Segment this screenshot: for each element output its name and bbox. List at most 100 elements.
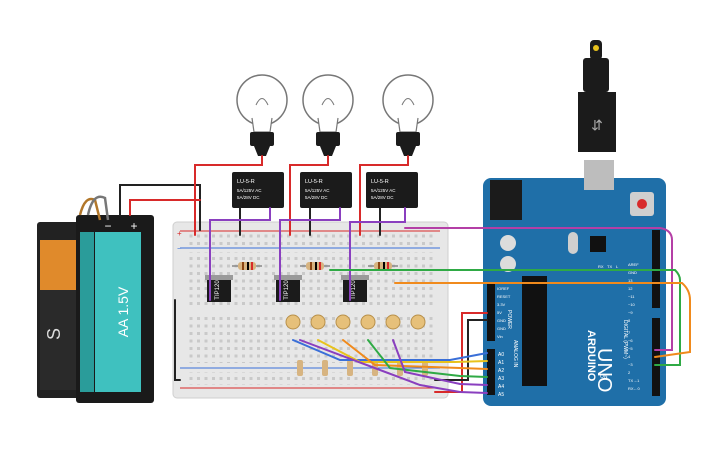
pin-7[interactable]: 7 <box>628 330 631 335</box>
photoresistor-row[interactable] <box>285 314 426 330</box>
wire-breadboard-gnd-black[interactable] <box>174 299 181 381</box>
resistor-base-1[interactable] <box>232 262 262 270</box>
wire-battery-red[interactable] <box>129 199 201 216</box>
pin-gnd[interactable]: GND <box>628 270 637 275</box>
battery-orange[interactable]: S <box>37 222 85 398</box>
battery-pack[interactable]: S AA 1.5V − + <box>37 195 154 403</box>
wire-relay2-red[interactable] <box>289 155 329 236</box>
wire-a3[interactable] <box>367 339 488 378</box>
relay-rating-dc: 5A/28V DC <box>237 195 260 200</box>
light-bulb-2[interactable] <box>302 74 354 156</box>
pin-6[interactable]: ~6 <box>628 338 633 343</box>
relay-rating-ac: 5A/125V AC <box>371 188 396 193</box>
pin-a5[interactable]: A5 <box>498 392 504 398</box>
pin-13[interactable]: 13 <box>628 278 633 283</box>
pin-vin[interactable]: Vin <box>497 334 503 339</box>
analog-header-label: ANALOG IN <box>512 340 518 368</box>
pin-10[interactable]: ~10 <box>628 302 636 307</box>
power-header-label: POWER <box>506 310 512 329</box>
pin-8[interactable]: 8 <box>628 318 631 323</box>
wire-gnd-black[interactable] <box>434 319 488 381</box>
resistor-base-3[interactable] <box>368 262 398 270</box>
relay-1[interactable]: LU-5-R 5A/125V AC 5A/28V DC <box>232 172 284 208</box>
pin-gnd[interactable]: GND <box>497 318 506 323</box>
wire-battery-black[interactable] <box>119 184 201 231</box>
wire-a4[interactable] <box>392 339 488 386</box>
pin-a2[interactable]: A2 <box>498 368 504 374</box>
transistor-label: TIP120 <box>284 280 290 300</box>
pin-0[interactable]: RX←0 <box>628 386 641 391</box>
relay-title: LU-5-R <box>371 179 389 185</box>
wire-relay2-purple[interactable] <box>279 207 341 301</box>
reset-button[interactable] <box>637 199 647 209</box>
rx-label: RX <box>598 264 604 269</box>
relay-title: LU-5-R <box>305 179 323 185</box>
pin-12[interactable]: 12 <box>628 286 633 291</box>
wire-relay1-purple[interactable] <box>209 207 271 301</box>
arduino-brand: ARDUINO <box>585 330 597 382</box>
arduino-uno-board[interactable]: ⇵ ARDUINO UNO ANALOG IN POWER DIGITAL (P… <box>483 40 666 406</box>
atmega-chip <box>522 276 547 386</box>
arduino-model: UNO <box>593 348 615 392</box>
pin-1[interactable]: TX→1 <box>628 378 640 383</box>
wire-relay3-red[interactable] <box>359 155 409 236</box>
transistor-2[interactable]: TIP120 <box>274 275 302 302</box>
pin-3[interactable]: ~3 <box>628 362 633 367</box>
relay-title: LU-5-R <box>237 179 255 185</box>
pin-aref[interactable]: AREF <box>628 262 639 267</box>
pin-gnd[interactable]: GND <box>497 326 506 331</box>
light-bulb-1[interactable] <box>236 74 288 156</box>
pin-2[interactable]: 2 <box>628 370 631 375</box>
wire-relay1-red[interactable] <box>194 155 263 236</box>
usb-icon: ⇵ <box>591 117 603 133</box>
pin-11[interactable]: ~11 <box>628 294 635 299</box>
pin-9[interactable]: ~9 <box>628 310 633 315</box>
relay-rating-ac: 5A/125V AC <box>305 188 330 193</box>
power-jack[interactable] <box>490 180 522 220</box>
battery-holder[interactable]: AA 1.5V − + <box>76 215 154 403</box>
pin-a4[interactable]: A4 <box>498 384 504 390</box>
power-pin-labels: IOREF RESET 3.3V 5V GND GND Vin <box>497 286 511 339</box>
l-led-label: L <box>616 264 619 269</box>
transistor-label: TIP120 <box>215 280 221 300</box>
pin-5v[interactable]: 5V <box>497 310 502 315</box>
digital-header-label: DIGITAL (PWM~) <box>622 320 628 359</box>
pin-3v3[interactable]: 3.3V <box>497 302 506 307</box>
pin-reset[interactable]: RESET <box>497 294 511 299</box>
wires[interactable] <box>119 155 691 394</box>
relay-rating-ac: 5A/125V AC <box>237 188 262 193</box>
usb-cable-plug[interactable] <box>583 58 609 92</box>
pin-a1[interactable]: A1 <box>498 360 504 366</box>
relay-3[interactable]: LU-5-R 5A/125V AC 5A/28V DC <box>366 172 418 208</box>
relay-rating-dc: 5A/28V DC <box>305 195 328 200</box>
wire-relay3-purple[interactable] <box>349 207 406 301</box>
usb-port[interactable] <box>584 160 614 190</box>
resistor-base-2[interactable] <box>300 262 330 270</box>
wire-magenta-d5[interactable] <box>404 227 673 351</box>
wire-a1[interactable] <box>317 339 488 363</box>
wire-orange-d4[interactable] <box>394 282 691 358</box>
on-led-label: ON <box>600 374 608 380</box>
wire-a0[interactable] <box>292 339 488 361</box>
wire-a2[interactable] <box>342 339 488 370</box>
battery-plus-terminal[interactable]: + <box>130 219 137 233</box>
light-bulb-3[interactable] <box>382 74 434 156</box>
battery-minus-terminal[interactable]: − <box>104 219 111 233</box>
relay-2[interactable]: LU-5-R 5A/125V AC 5A/28V DC <box>300 172 352 208</box>
pin-a3[interactable]: A3 <box>498 376 504 382</box>
pin-a0[interactable]: A0 <box>498 352 504 358</box>
transistor-3[interactable]: TIP120 <box>341 275 369 302</box>
analog-pin-labels: A0 A1 A2 A3 A4 A5 <box>498 352 504 398</box>
pin-5[interactable]: ~5 <box>628 346 633 351</box>
pin-ioref[interactable]: IOREF <box>497 286 510 291</box>
pin-4[interactable]: 4 <box>628 354 631 359</box>
rail-minus-label: − <box>177 244 182 253</box>
wire-a5[interactable] <box>299 339 488 394</box>
battery-orange-label: S <box>44 328 64 340</box>
relay-rating-dc: 5A/28V DC <box>371 195 394 200</box>
wire-green-d3[interactable] <box>329 269 681 366</box>
transistor-label: TIP120 <box>351 280 357 300</box>
wire-5v-red[interactable] <box>434 312 488 393</box>
tx-label: TX <box>607 264 612 269</box>
